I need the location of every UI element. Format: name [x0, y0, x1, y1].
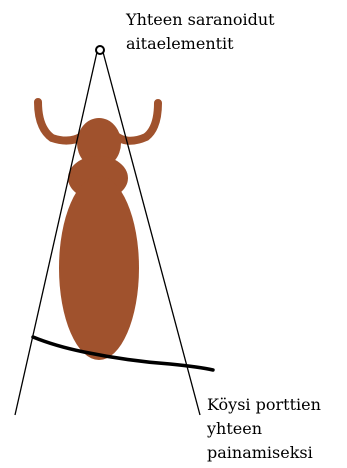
hinge-icon [96, 46, 104, 54]
animal-body [59, 176, 139, 360]
hinge-label-line-1: Yhteen saranoidut [126, 10, 275, 29]
rope-label-line-3: painamiseksi [207, 443, 313, 462]
rope-label-line-2: yhteen [207, 419, 262, 438]
hinge-label-line-2: aitaelementit [126, 34, 234, 53]
rope-line [33, 337, 213, 370]
left-horn [38, 102, 82, 141]
rope-label-line-1: Köysi porttien [207, 395, 321, 414]
